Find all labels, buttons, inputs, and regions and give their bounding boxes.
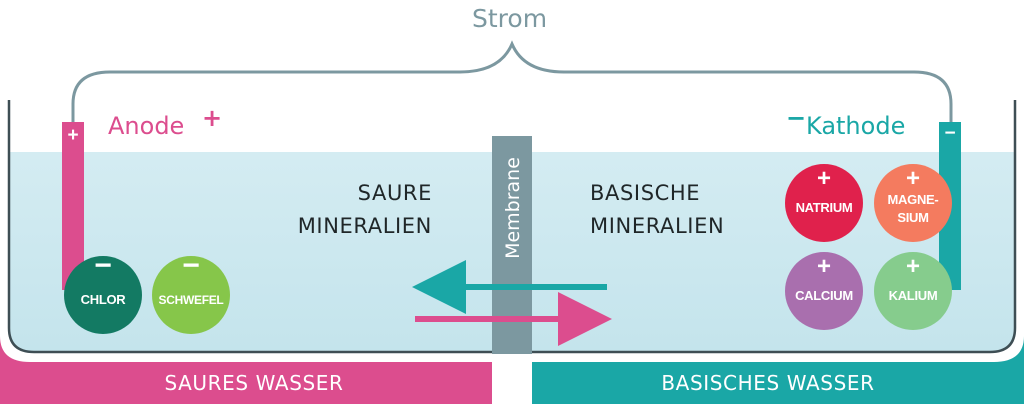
acid-water-label: SAURES WASSER	[164, 371, 344, 395]
acid-minerals-line2: MINERALIEN	[297, 214, 432, 238]
base-minerals-label: BASISCHE MINERALIEN	[590, 177, 724, 243]
kathode-label: Kathode	[806, 112, 906, 140]
ion-sign: +	[905, 165, 920, 192]
ion-name-line2: SIUM	[897, 210, 929, 225]
ion-sign: −	[182, 249, 200, 282]
ion-kalium: + KALIUM	[874, 252, 952, 330]
current-title: Strom	[472, 4, 548, 33]
anode-electrode	[62, 122, 84, 290]
footer-bar-right	[532, 336, 1024, 404]
ion-name: CALCIUM	[795, 288, 853, 303]
ion-magnesium: + MAGNE- SIUM	[874, 164, 952, 242]
base-water-label: BASISCHES WASSER	[661, 371, 875, 395]
acid-minerals-label: SAURE MINERALIEN	[298, 177, 432, 243]
ion-name: CHLOR	[80, 292, 126, 307]
kathode-minus-sign: −	[944, 123, 956, 144]
footer-bar-left	[0, 336, 492, 404]
arrow-right	[415, 292, 612, 346]
ion-name: SCHWEFEL	[158, 293, 224, 307]
ion-name: KALIUM	[888, 288, 938, 303]
ion-schwefel: − SCHWEFEL	[152, 249, 230, 334]
ion-calcium: + CALCIUM	[785, 252, 863, 330]
current-brace	[71, 40, 953, 122]
kathode-polarity: −	[786, 104, 807, 132]
base-minerals-line2: MINERALIEN	[590, 214, 725, 238]
anode-polarity: +	[202, 104, 223, 132]
ion-name: NATRIUM	[795, 200, 853, 215]
anode-label: Anode	[108, 112, 185, 140]
ion-name-line1: MAGNE-	[887, 192, 939, 207]
membrane-label: Membrane	[502, 157, 524, 259]
base-minerals-line1: BASISCHE	[590, 181, 701, 205]
acid-minerals-line1: SAURE	[357, 181, 432, 205]
ion-natrium: + NATRIUM	[785, 164, 863, 242]
ion-sign: −	[94, 249, 112, 282]
anode-plus-sign: +	[67, 125, 79, 146]
arrow-left	[412, 260, 607, 314]
ion-sign: +	[816, 165, 831, 192]
ion-chlor: − CHLOR	[64, 249, 142, 334]
ion-sign: +	[905, 253, 920, 280]
ion-sign: +	[816, 253, 831, 280]
